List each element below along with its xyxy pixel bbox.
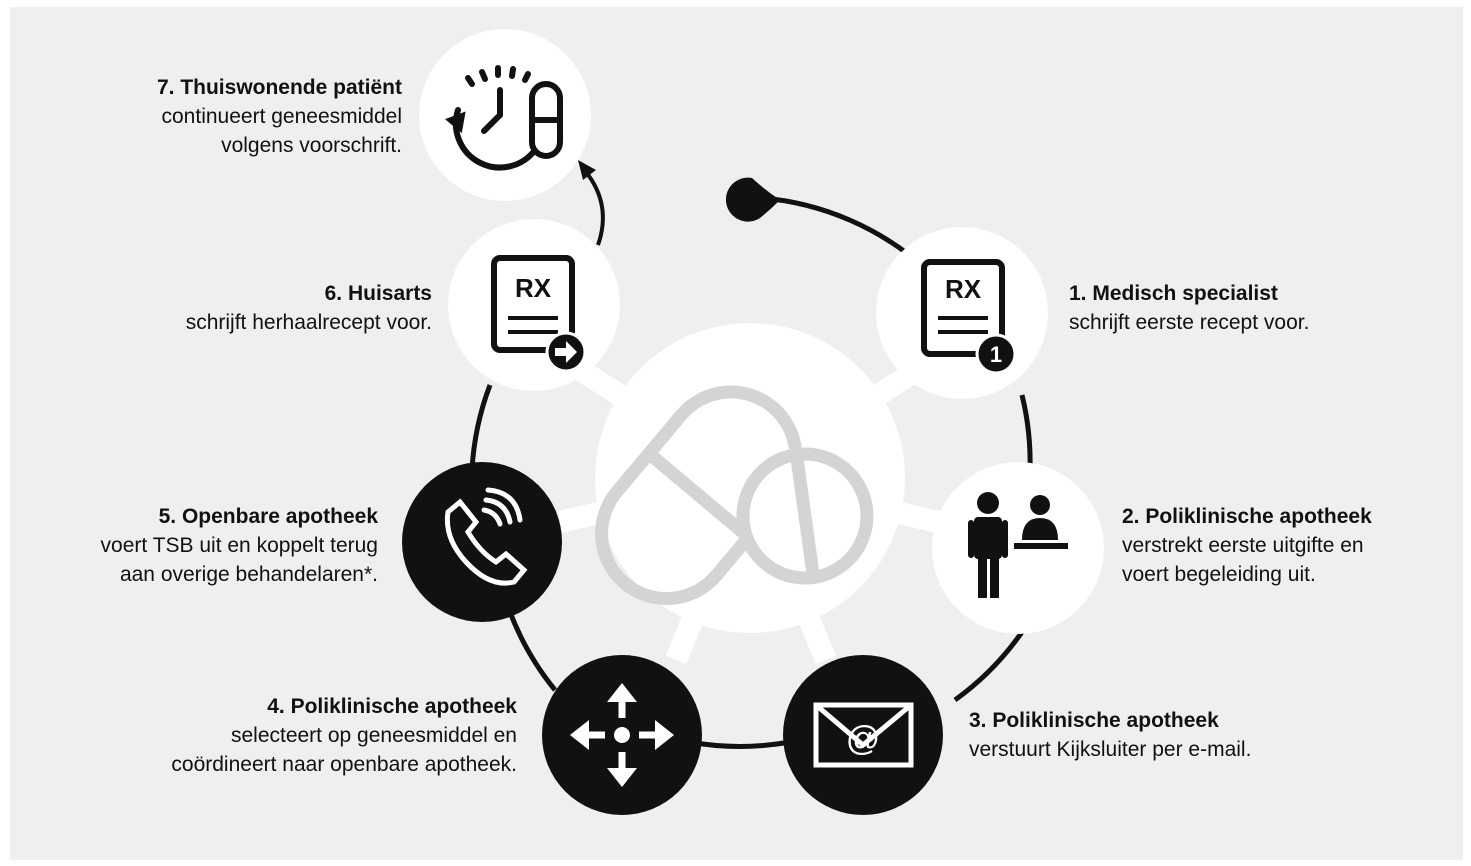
step-5-desc-line-1: voert TSB uit en koppelt terug xyxy=(100,534,378,557)
step-7-desc-line-1: continueert geneesmiddel xyxy=(161,105,403,128)
pharmacist-counter-icon xyxy=(968,492,1068,598)
rx-text-6: RX xyxy=(515,273,552,303)
step-4-label: 4. Poliklinische apotheek selecteert op … xyxy=(171,692,517,779)
step-3-title: 3. Poliklinische apotheek xyxy=(969,709,1219,732)
step-6-title: 6. Huisarts xyxy=(324,282,432,305)
node-step-4 xyxy=(542,655,702,815)
step-4-desc-line-1: selecteert op geneesmiddel en xyxy=(230,724,517,747)
step-4-title: 4. Poliklinische apotheek xyxy=(267,695,517,718)
svg-text:@: @ xyxy=(846,720,881,758)
rx-text-1: RX xyxy=(945,274,982,304)
node-step-3: @ xyxy=(783,655,943,815)
phone-call-icon xyxy=(444,487,528,586)
step-3-desc-line-1: verstuurt Kijksluiter per e-mail. xyxy=(969,738,1252,761)
step-5-desc-line-2: aan overige behandelaren*. xyxy=(119,563,378,586)
step-2-label: 2. Poliklinische apotheek verstrekt eers… xyxy=(1122,502,1372,589)
step-6-label: 6. Huisarts schrijft herhaalrecept voor. xyxy=(186,279,432,337)
badge-one: 1 xyxy=(990,342,1002,367)
prescription-rx-arrow-icon: RX xyxy=(491,255,587,373)
step-6-desc-line-1: schrijft herhaalrecept voor. xyxy=(185,311,432,334)
node-step-1: RX 1 xyxy=(876,227,1048,399)
start-marker xyxy=(725,177,780,222)
clock-pill-icon xyxy=(444,65,563,171)
node-step-5 xyxy=(402,462,562,622)
prescription-rx-1-icon: RX 1 xyxy=(921,259,1017,375)
step-1-label: 1. Medisch specialist schrijft eerste re… xyxy=(1069,279,1309,337)
node-step-6: RX xyxy=(448,219,620,391)
step-4-desc-line-2: coördineert naar openbare apotheek. xyxy=(171,753,517,776)
step-5-title: 5. Openbare apotheek xyxy=(158,505,378,528)
step-7-label: 7. Thuiswonende patiënt continueert gene… xyxy=(157,73,402,160)
four-way-arrows-icon xyxy=(570,683,674,787)
step-1-title: 1. Medisch specialist xyxy=(1069,282,1278,305)
center-circle xyxy=(595,323,905,633)
step-5-label: 5. Openbare apotheek voert TSB uit en ko… xyxy=(101,502,378,589)
arrow-6-to-7 xyxy=(578,160,605,246)
step-7-title: 7. Thuiswonende patiënt xyxy=(156,76,402,99)
node-step-7 xyxy=(419,29,591,201)
pills-icon xyxy=(595,385,874,606)
step-2-desc-line-1: verstrekt eerste uitgifte en xyxy=(1122,534,1364,557)
step-2-title: 2. Poliklinische apotheek xyxy=(1122,505,1372,528)
node-step-2 xyxy=(932,462,1104,634)
step-7-desc-line-2: volgens voorschrift. xyxy=(221,134,402,157)
step-3-label: 3. Poliklinische apotheek verstuurt Kijk… xyxy=(969,706,1251,764)
step-1-desc-line-1: schrijft eerste recept voor. xyxy=(1069,311,1310,334)
step-2-desc-line-2: voert begeleiding uit. xyxy=(1122,563,1316,586)
email-envelope-icon: @ xyxy=(813,702,914,768)
